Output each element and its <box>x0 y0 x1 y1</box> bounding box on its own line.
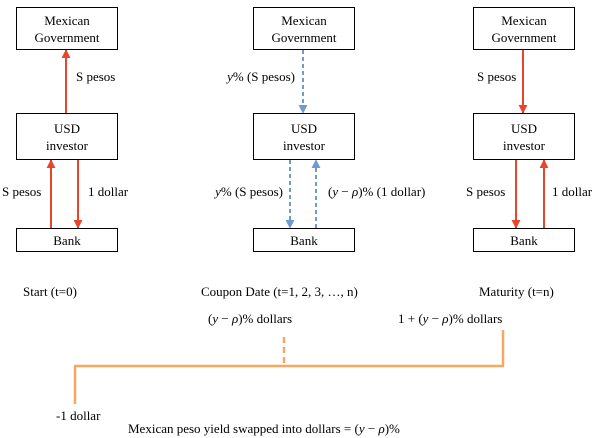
investor-box-maturity: USD investor <box>473 113 575 160</box>
bank-to-investor-label-maturity: 1 dollar <box>552 184 593 199</box>
paren-open: ( <box>208 311 213 326</box>
gov-flow-label-coupon: y% (S pesos) <box>227 69 295 85</box>
investor-to-bank-label-coupon: y% (S pesos) <box>215 184 283 200</box>
summary-text: Mexican peso yield swapped into dollars … <box>128 421 400 437</box>
var-rho: ρ <box>442 311 449 326</box>
var-rho: ρ <box>378 421 385 436</box>
bank-box-coupon: Bank <box>253 228 355 252</box>
government-box-maturity: Mexican Government <box>473 7 575 50</box>
investor-to-bank-label-maturity: S pesos <box>466 184 506 199</box>
bank-box-maturity: Bank <box>473 228 575 252</box>
var-y: y <box>215 184 221 199</box>
summary-text-main: Mexican peso yield swapped into dollars … <box>128 421 359 436</box>
investor-box-start: USD investor <box>16 113 118 160</box>
minus-sign: − <box>428 311 443 326</box>
government-box-coupon: Mexican Government <box>253 7 355 50</box>
caption-coupon: Coupon Date (t=1, 2, 3, …, n) <box>201 284 358 299</box>
var-y: y <box>212 311 219 326</box>
cashflow-maturity-rest: )% dollars <box>448 311 503 326</box>
government-box-start: Mexican Government <box>16 7 118 50</box>
bank-to-investor-label-coupon: (y − ρ)% (1 dollar) <box>328 184 425 200</box>
caption-start: Start (t=0) <box>23 284 77 299</box>
cashflow-maturity-prefix: 1 + ( <box>398 311 423 326</box>
gov-flow-label-start: S pesos <box>76 69 116 84</box>
var-y: y <box>332 184 339 199</box>
var-y: y <box>358 421 365 436</box>
bank-box-start: Bank <box>16 228 118 252</box>
cashflow-maturity-label: 1 + (y − ρ)% dollars <box>398 311 502 327</box>
var-rho: ρ <box>231 311 239 326</box>
gov-flow-label-maturity: S pesos <box>477 69 517 84</box>
bank-to-investor-label-start: S pesos <box>2 184 42 199</box>
investor-to-bank-label-rest: % (S pesos) <box>220 184 283 199</box>
var-y: y <box>422 311 429 326</box>
caption-maturity: Maturity (t=n) <box>479 284 554 299</box>
minus-sign: − <box>218 311 232 326</box>
paren-open: ( <box>328 184 333 199</box>
minus-sign: − <box>364 421 379 436</box>
cashflow-coupon-rest: )% dollars <box>238 311 293 326</box>
cashflow-coupon-label: (y − ρ)% dollars <box>208 311 292 327</box>
cashflow-start-label: -1 dollar <box>56 408 101 423</box>
var-rho: ρ <box>351 184 359 199</box>
investor-to-bank-label-start: 1 dollar <box>88 184 129 199</box>
var-y: y <box>227 69 233 84</box>
minus-sign: − <box>338 184 352 199</box>
gov-flow-label-rest: % (S pesos) <box>232 69 295 84</box>
cashflow-timeline <box>73 330 505 404</box>
investor-box-coupon: USD investor <box>253 113 355 160</box>
bank-to-investor-label-rest: )% (1 dollar) <box>358 184 426 199</box>
summary-text-rest: )% <box>384 421 400 436</box>
